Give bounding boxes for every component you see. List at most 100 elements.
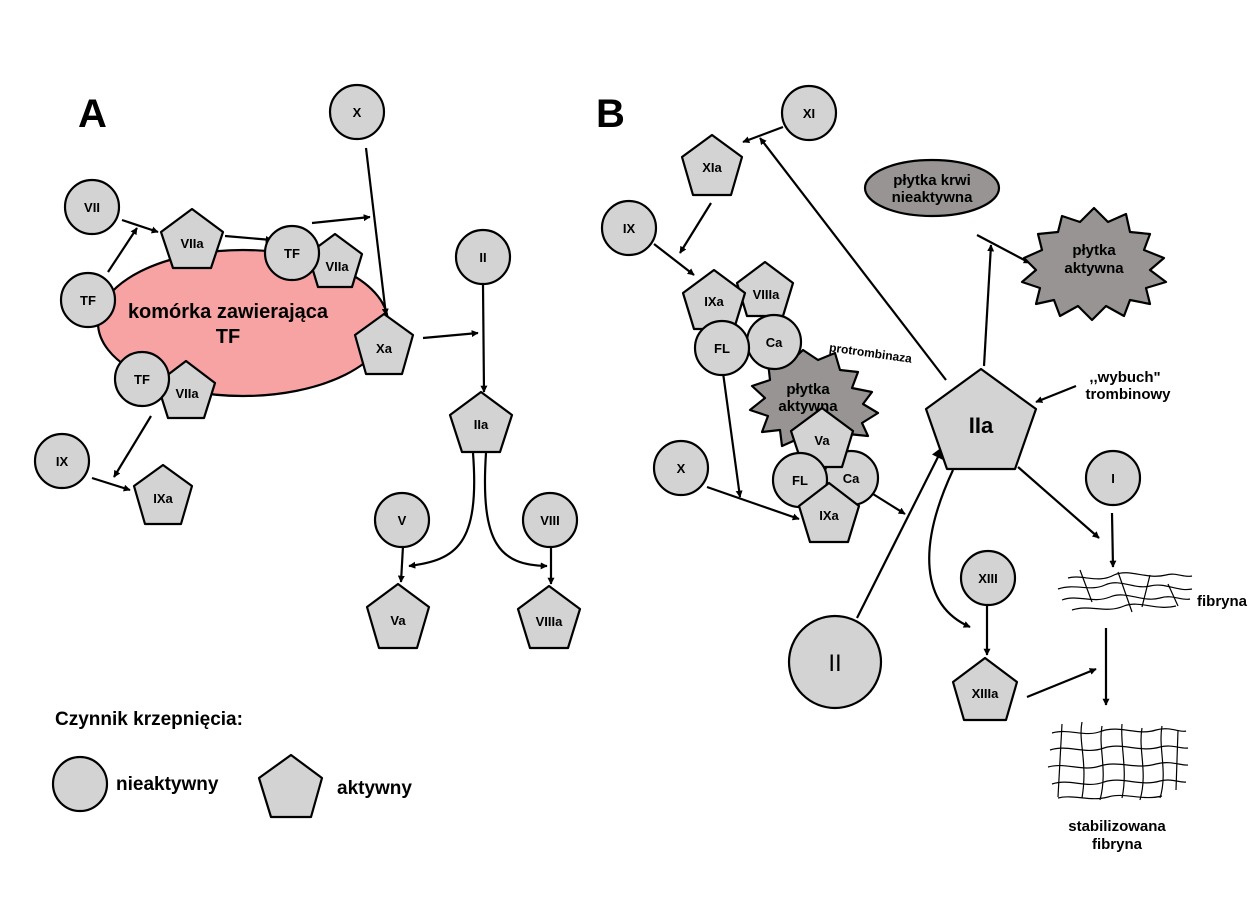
svg-text:VIIIa: VIIIa: [536, 614, 564, 629]
svg-text:V: V: [398, 513, 407, 528]
factor-ii-a: II: [454, 228, 512, 286]
arrow-tf-viia-ixa: [113, 415, 152, 478]
svg-text:Va: Va: [390, 613, 406, 628]
svg-text:Xa: Xa: [376, 341, 393, 356]
legend-active-pentagon-icon: [257, 753, 324, 819]
stable-fibrin-mesh: [1047, 721, 1189, 801]
svg-text:płytka: płytka: [1072, 242, 1116, 259]
panel-b: B płytka aktywna protrombinaza VIIIa: [596, 84, 1248, 853]
panel-b-letter: B: [596, 92, 625, 136]
platelet-active-star-2: płytka aktywna: [1020, 206, 1168, 322]
svg-text:IX: IX: [623, 221, 636, 236]
arrow-platelet-activation: [976, 234, 1031, 264]
factor-xiii-b: XIII: [959, 549, 1017, 607]
svg-text:XIa: XIa: [702, 160, 722, 175]
stable-fibrin-label-line1: stabilizowana: [1068, 818, 1166, 835]
factor-ixa-a: IXa: [132, 463, 194, 526]
arrow-iia-viiia: [483, 452, 548, 570]
arrow-prothrombinase-iia: [872, 493, 906, 515]
svg-text:XI: XI: [803, 106, 815, 121]
factor-viia-cell: VIIa: [155, 359, 217, 420]
legend: Czynnik krzepnięcia: nieaktywny aktywny: [51, 709, 412, 819]
arrow-burst-iia: [1035, 384, 1077, 404]
fibrin-strands: [1057, 569, 1193, 613]
svg-text:FL: FL: [792, 473, 808, 488]
svg-text:IXa: IXa: [153, 491, 173, 506]
svg-text:IIa: IIa: [969, 413, 994, 438]
arrow-xa-iia: [422, 330, 479, 340]
svg-text:TF: TF: [134, 372, 150, 387]
arrow-xia-ixa: [679, 202, 712, 254]
factor-viiia-b: VIIIa: [735, 260, 795, 318]
platelet-inactive: płytka krwi nieaktywna: [863, 158, 1001, 218]
factor-ca-b: Ca: [745, 313, 803, 371]
stable-fibrin-label-line2: fibryna: [1092, 836, 1143, 853]
svg-text:IXa: IXa: [704, 294, 724, 309]
arrow-tf-complex-xa: [311, 214, 371, 225]
factor-v-a: V: [373, 491, 431, 549]
svg-text:VIIa: VIIa: [325, 259, 349, 274]
factor-vii: VII: [63, 178, 121, 236]
svg-text:IIa: IIa: [474, 417, 489, 432]
arrow-ix-ixa: [653, 243, 695, 276]
svg-text:TF: TF: [80, 293, 96, 308]
legend-active-label: aktywny: [337, 778, 412, 799]
factor-tf: TF: [59, 271, 117, 329]
arrow-xi-xia: [742, 125, 784, 144]
factor-viiia-a: VIIIa: [516, 584, 582, 650]
arrow-viia-tf: [224, 234, 273, 243]
factor-ixa-b: IXa: [681, 268, 747, 331]
svg-text:VIIa: VIIa: [175, 386, 199, 401]
svg-text:I: I: [1111, 471, 1115, 486]
factor-tf-cell: TF: [113, 350, 171, 408]
arrow-ii-iia: [480, 284, 488, 393]
factor-xi-b: XI: [780, 84, 838, 142]
panel-a: A komórka zawierająca TF VII TF VIIa: [33, 83, 582, 650]
factor-i-b: I: [1084, 449, 1142, 507]
arrow-ix-ixa: [91, 476, 131, 492]
factor-x-b: X: [652, 439, 710, 497]
svg-text:VIII: VIII: [540, 513, 560, 528]
svg-text:aktywna: aktywna: [1064, 260, 1124, 277]
arrow-v-va: [397, 545, 405, 583]
svg-text:VIIIa: VIIIa: [753, 287, 781, 302]
svg-text:Va: Va: [814, 433, 830, 448]
svg-text:XIIIa: XIIIa: [972, 686, 1000, 701]
svg-text:II: II: [479, 250, 486, 265]
arrow-iia-fibrin: [1017, 466, 1100, 539]
factor-iia-a: IIa: [448, 390, 514, 454]
factor-xa-a: Xa: [353, 312, 415, 376]
factor-x-a: X: [328, 83, 386, 141]
arrow-iia-platelet: [982, 244, 995, 367]
svg-text:TF: TF: [284, 246, 300, 261]
factor-ix-b: IX: [600, 199, 658, 257]
legend-title: Czynnik krzepnięcia:: [55, 709, 243, 730]
tf-cell-label-line2: TF: [216, 326, 240, 348]
burst-label-line1: ,,wybuch": [1089, 369, 1160, 386]
svg-text:płytka: płytka: [786, 381, 830, 398]
svg-text:XIII: XIII: [978, 571, 998, 586]
svg-text:II: II: [828, 650, 841, 677]
svg-text:VII: VII: [84, 200, 100, 215]
tf-cell-label-line1: komórka zawierająca: [128, 301, 329, 323]
arrow-xiiia-stabilize: [1026, 667, 1097, 699]
legend-inactive-circle-icon: [51, 755, 109, 813]
svg-text:VIIa: VIIa: [180, 236, 204, 251]
factor-iia-b: IIa: [924, 367, 1038, 471]
svg-text:IX: IX: [56, 454, 69, 469]
protrombinaza-label: protrombinaza: [828, 340, 913, 366]
svg-text:X: X: [353, 105, 362, 120]
factor-fl-b: FL: [693, 319, 751, 377]
factor-ixa2-b: IXa: [797, 481, 861, 544]
factor-xia-b: XIa: [680, 133, 744, 197]
svg-text:Ca: Ca: [766, 335, 783, 350]
arrow-iia-xi: [759, 137, 947, 381]
panel-a-letter: A: [78, 92, 107, 136]
fibrin-label: fibryna: [1197, 593, 1248, 610]
factor-ix-a: IX: [33, 432, 91, 490]
svg-text:X: X: [677, 461, 686, 476]
factor-ii-b: II: [787, 614, 883, 710]
arrow-i-fibrin: [1109, 512, 1117, 568]
factor-xiiia-b: XIIIa: [951, 656, 1019, 722]
